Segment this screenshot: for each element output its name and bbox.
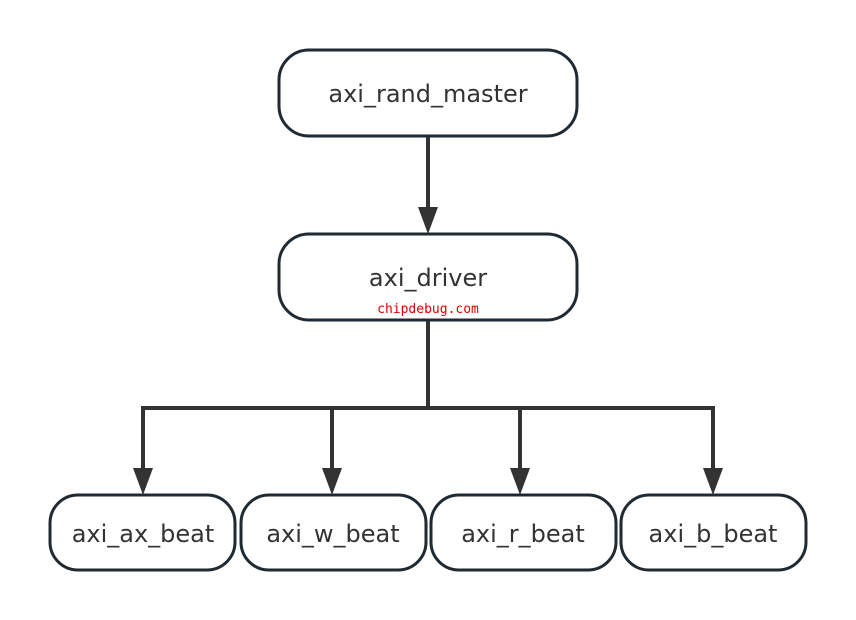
node-label: axi_b_beat: [649, 520, 778, 548]
watermark: chipdebug.com: [377, 302, 479, 317]
node-label: axi_driver: [369, 264, 487, 292]
arrowhead-b: [703, 468, 723, 495]
node-axi-r-beat[interactable]: axi_r_beat: [429, 493, 618, 572]
node-box: [619, 493, 808, 572]
node-label: axi_r_beat: [461, 520, 585, 548]
node-axi-ax-beat[interactable]: axi_ax_beat: [48, 493, 237, 572]
node-label: axi_ax_beat: [72, 520, 215, 548]
node-axi-b-beat[interactable]: axi_b_beat: [619, 493, 808, 572]
node-box: [277, 48, 579, 138]
arrowhead-ax: [133, 468, 153, 495]
node-box: [277, 232, 579, 322]
node-box: [48, 493, 237, 572]
arrowhead-w: [322, 468, 342, 495]
arrowhead-driver: [418, 207, 438, 234]
node-box: [429, 493, 618, 572]
node-axi-rand-master[interactable]: axi_rand_master: [277, 48, 579, 138]
node-axi-driver[interactable]: axi_driver chipdebug.com: [277, 232, 579, 322]
node-axi-w-beat[interactable]: axi_w_beat: [239, 493, 428, 572]
edges: [133, 136, 723, 495]
arrowhead-r: [510, 468, 530, 495]
node-label: axi_rand_master: [328, 80, 527, 108]
node-box: [239, 493, 428, 572]
node-label: axi_w_beat: [266, 520, 399, 548]
